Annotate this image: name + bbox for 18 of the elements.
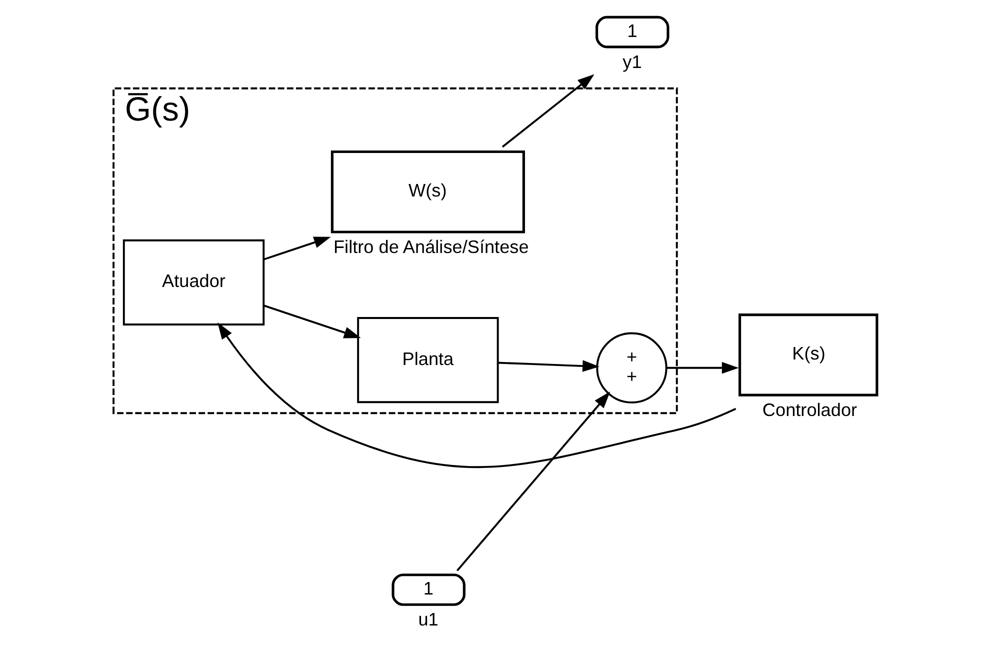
arrow [502,74,594,148]
arrow [456,392,610,572]
node-box: Planta [357,317,499,404]
arrow [498,360,600,372]
node-box: 1 [392,574,466,606]
node-box: W(s) [330,150,525,234]
arrow [218,322,736,468]
node-box: 1 [596,16,670,48]
node-circle: + + [596,332,668,404]
node-label: y1 [622,52,642,72]
node-box: Atuador [122,239,265,326]
arrow [666,362,739,374]
node-box: K(s) [738,314,878,396]
node-label: Filtro de Análise/Síntese [333,236,529,257]
node-label: Controlador [762,400,858,420]
node-label: u1 [418,610,438,630]
arrow [264,304,361,338]
arrow [264,236,331,260]
